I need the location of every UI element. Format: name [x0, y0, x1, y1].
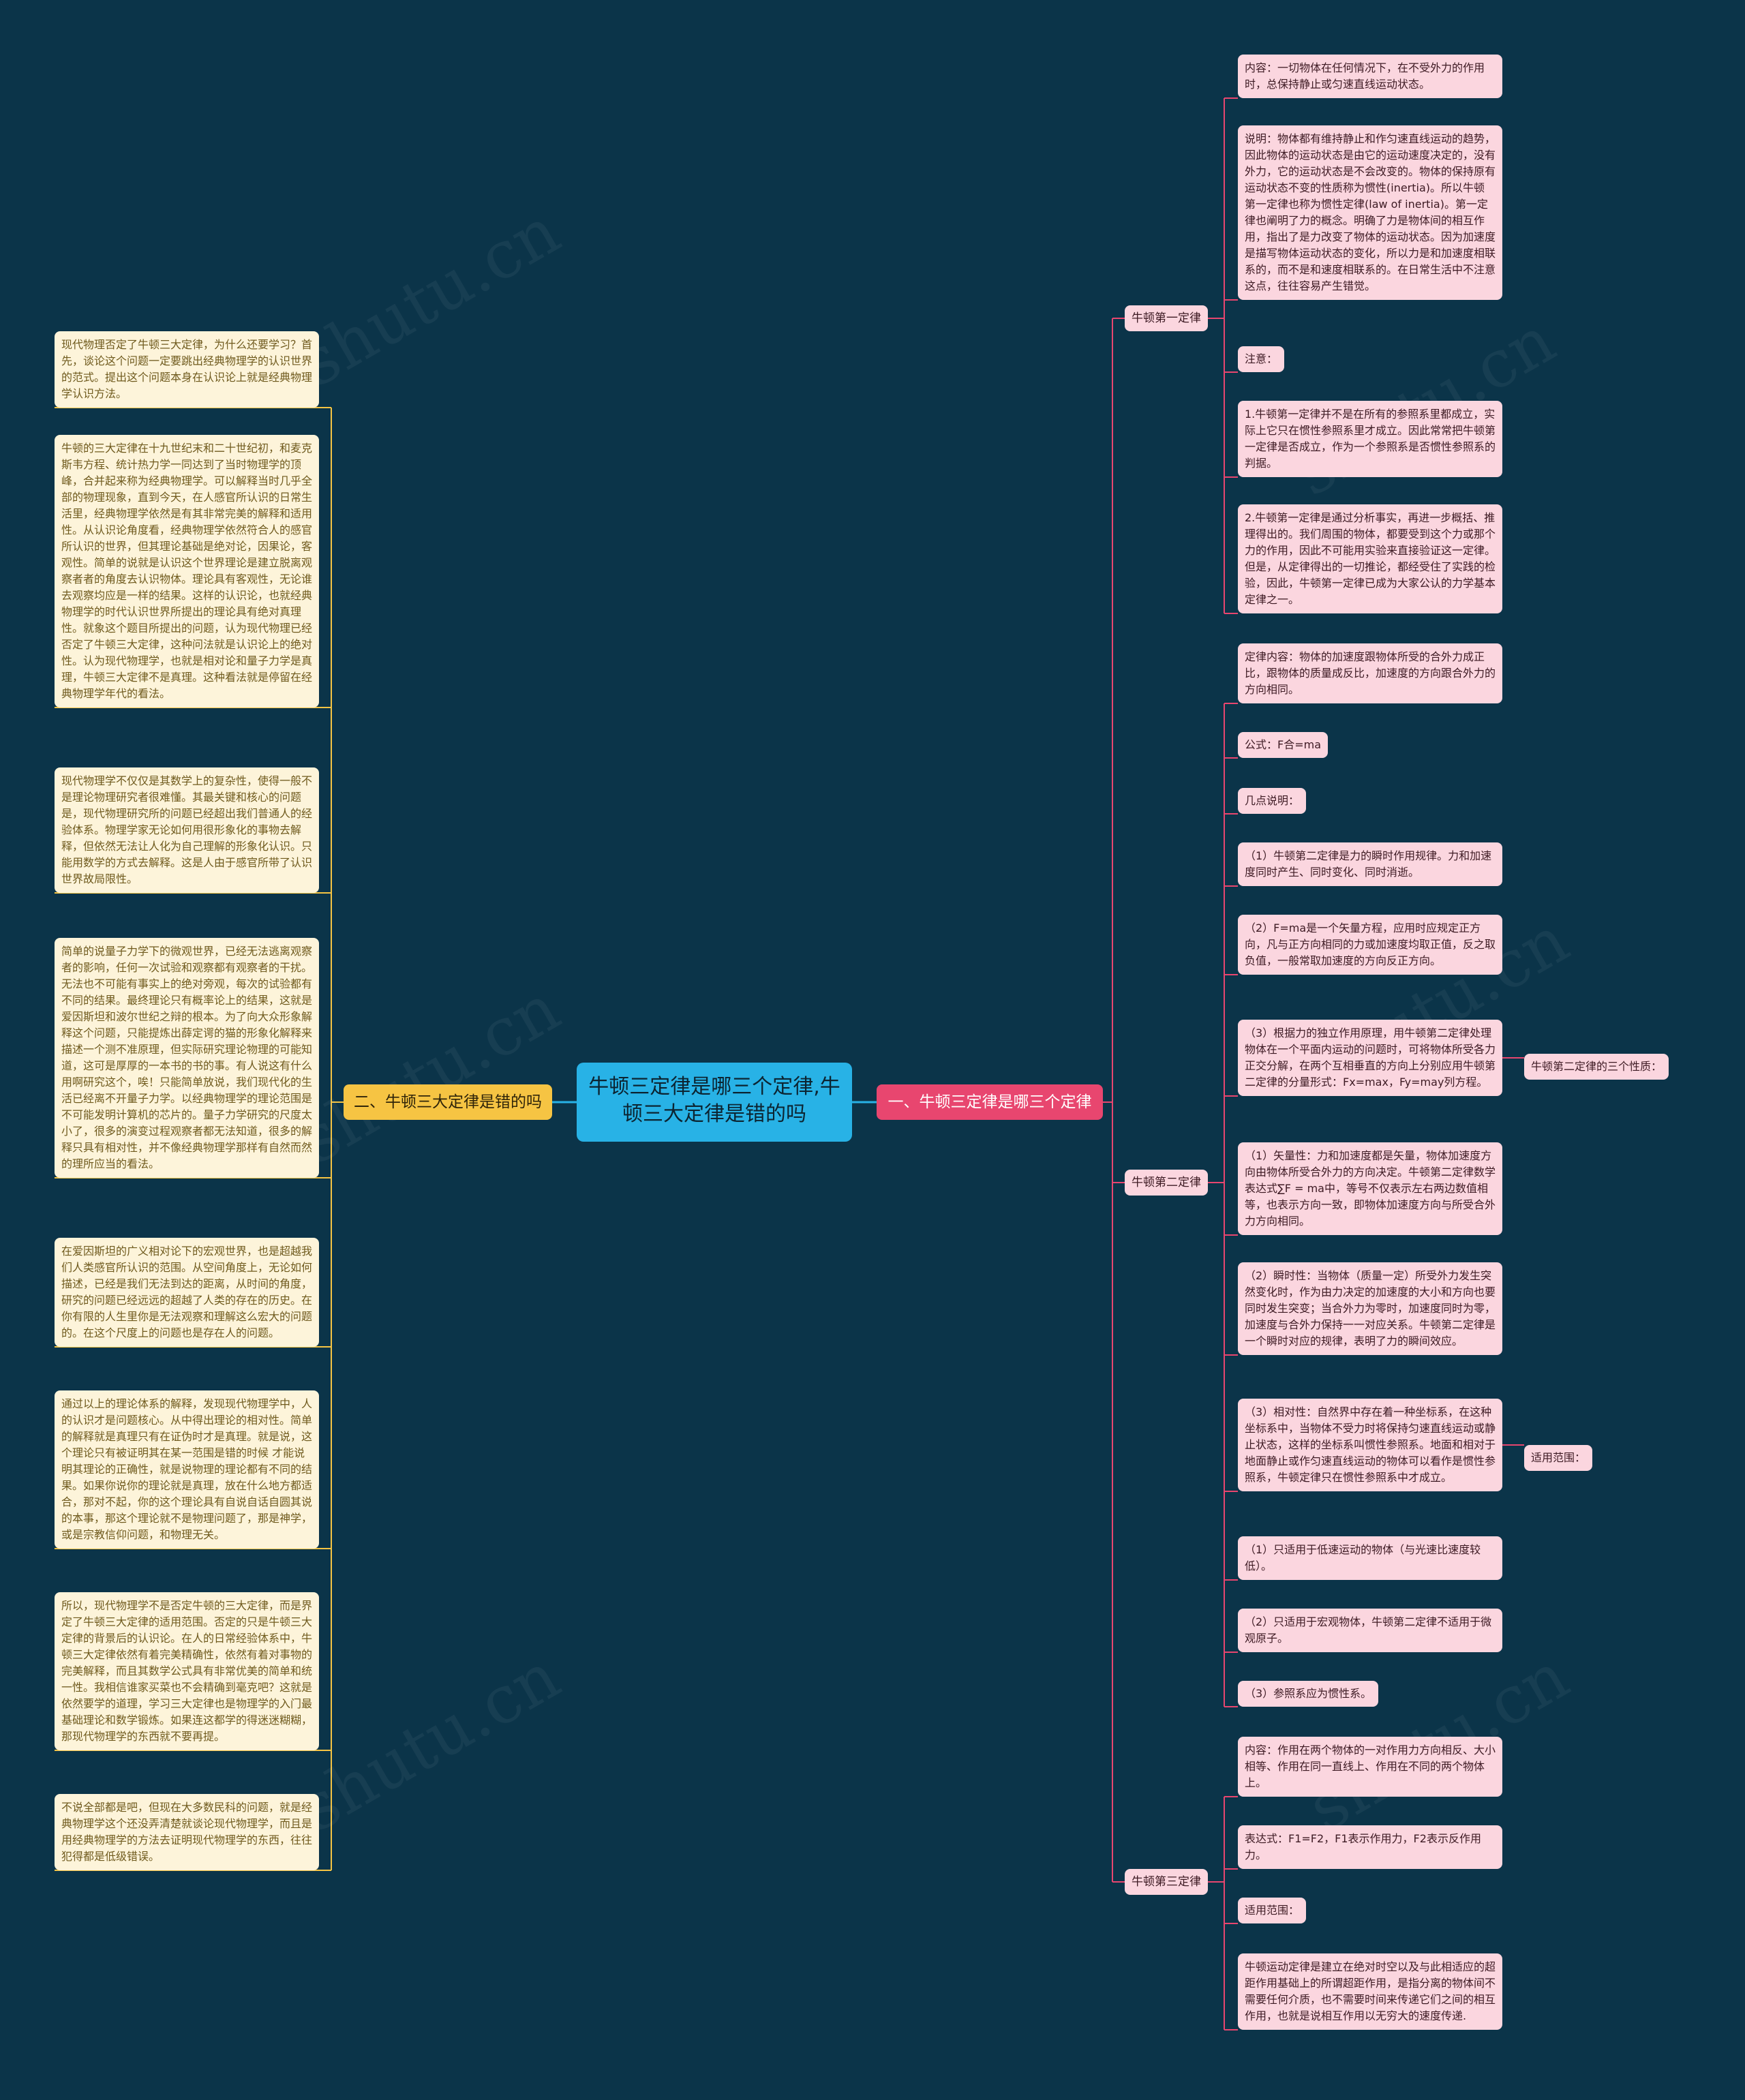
- third-law-scope-text[interactable]: 牛顿运动定律是建立在绝对时空以及与此相适应的超距作用基础上的所谓超距作用，是指分…: [1238, 1953, 1502, 2030]
- left-item-7[interactable]: 所以，现代物理学不是否定牛顿的三大定律，而是界定了牛顿三大定律的适用范围。否定的…: [55, 1592, 319, 1750]
- left-item-8[interactable]: 不说全部都是吧，但现在大多数民科的问题，就是经典物理学这个还没弄清楚就谈论现代物…: [55, 1794, 319, 1870]
- third-law-scope-label[interactable]: 适用范围：: [1238, 1898, 1307, 1923]
- left-item-6[interactable]: 通过以上的理论体系的解释，发现现代物理学中，人的认识才是问题核心。从中得出理论的…: [55, 1390, 319, 1549]
- branch-newton-three-laws[interactable]: 一、牛顿三定律是哪三个定律: [877, 1084, 1103, 1120]
- second-law-note-2[interactable]: （2）F=ma是一个矢量方程，应用时应规定正方向，凡与正方向相同的力或加速度均取…: [1238, 915, 1502, 975]
- first-law-content[interactable]: 内容：一切物体在任何情况下，在不受外力的作用时，总保持静止或匀速直线运动状态。: [1238, 55, 1502, 98]
- topic-second-law[interactable]: 牛顿第二定律: [1125, 1170, 1208, 1196]
- first-law-explanation[interactable]: 说明：物体都有维持静止和作匀速直线运动的趋势，因此物体的运动状态是由它的运动速度…: [1238, 125, 1502, 300]
- property-relative[interactable]: （3）相对性：自然界中存在着一种坐标系，在这种坐标系中，当物体不受力时将保持匀速…: [1238, 1399, 1502, 1491]
- first-law-note-2[interactable]: 2.牛顿第一定律是通过分析事实，再进一步概括、推理得出的。我们周围的物体，都要受…: [1238, 504, 1502, 613]
- first-law-note-label[interactable]: 注意：: [1238, 346, 1285, 372]
- left-item-4[interactable]: 简单的说量子力学下的微观世界，已经无法逃离观察者的影响，任何一次试验和观察都有观…: [55, 938, 319, 1178]
- second-law-note-3[interactable]: （3）根据力的独立作用原理，用牛顿第二定律处理物体在一个平面内运动的问题时，可将…: [1238, 1020, 1502, 1096]
- scope-low-speed[interactable]: （1）只适用于低速运动的物体（与光速比速度较低）。: [1238, 1536, 1502, 1580]
- branch-are-laws-wrong[interactable]: 二、牛顿三大定律是错的吗: [344, 1084, 552, 1120]
- second-law-content[interactable]: 定律内容：物体的加速度跟物体所受的合外力成正比，跟物体的质量成反比，加速度的方向…: [1238, 643, 1502, 703]
- topic-third-law[interactable]: 牛顿第三定律: [1125, 1869, 1208, 1895]
- second-law-notes-label[interactable]: 几点说明：: [1238, 788, 1307, 814]
- property-instant[interactable]: （2）瞬时性：当物体（质量一定）所受外力发生突然变化时，作为由力决定的加速度的大…: [1238, 1262, 1502, 1355]
- third-law-expression[interactable]: 表达式：F1=F2，F1表示作用力，F2表示反作用力。: [1238, 1825, 1502, 1869]
- property-vector[interactable]: （1）矢量性：力和加速度都是矢量，物体加速度方向由物体所受合外力的方向决定。牛顿…: [1238, 1142, 1502, 1235]
- second-law-note-1[interactable]: （1）牛顿第二定律是力的瞬时作用规律。力和加速度同时产生、同时变化、同时消逝。: [1238, 842, 1502, 886]
- topic-first-law[interactable]: 牛顿第一定律: [1125, 305, 1208, 331]
- third-law-content[interactable]: 内容：作用在两个物体的一对作用力方向相反、大小相等、作用在同一直线上、作用在不同…: [1238, 1737, 1502, 1797]
- left-item-5[interactable]: 在爱因斯坦的广义相对论下的宏观世界，也是超越我们人类感官所认识的范围。从空间角度…: [55, 1238, 319, 1347]
- left-item-1[interactable]: 现代物理否定了牛顿三大定律，为什么还要学习？首先，谈论这个问题一定要跳出经典物理…: [55, 331, 319, 408]
- second-law-three-properties[interactable]: 牛顿第二定律的三个性质：: [1524, 1054, 1669, 1080]
- left-item-3[interactable]: 现代物理学不仅仅是其数学上的复杂性，使得一般不是理论物理研究者很难懂。其最关键和…: [55, 767, 319, 893]
- left-item-2[interactable]: 牛顿的三大定律在十九世纪末和二十世纪初，和麦克斯韦方程、统计热力学一同达到了当时…: [55, 435, 319, 707]
- scope-macro[interactable]: （2）只适用于宏观物体，牛顿第二定律不适用于微观原子。: [1238, 1609, 1502, 1652]
- second-law-scope[interactable]: 适用范围：: [1524, 1445, 1593, 1471]
- root-topic[interactable]: 牛顿三定律是哪三个定律,牛顿三大定律是错的吗: [577, 1063, 852, 1142]
- second-law-formula[interactable]: 公式：F合=ma: [1238, 732, 1329, 758]
- first-law-note-1[interactable]: 1.牛顿第一定律并不是在所有的参照系里都成立，实际上它只在惯性参照系里才成立。因…: [1238, 401, 1502, 477]
- scope-inertial[interactable]: （3）参照系应为惯性系。: [1238, 1681, 1379, 1707]
